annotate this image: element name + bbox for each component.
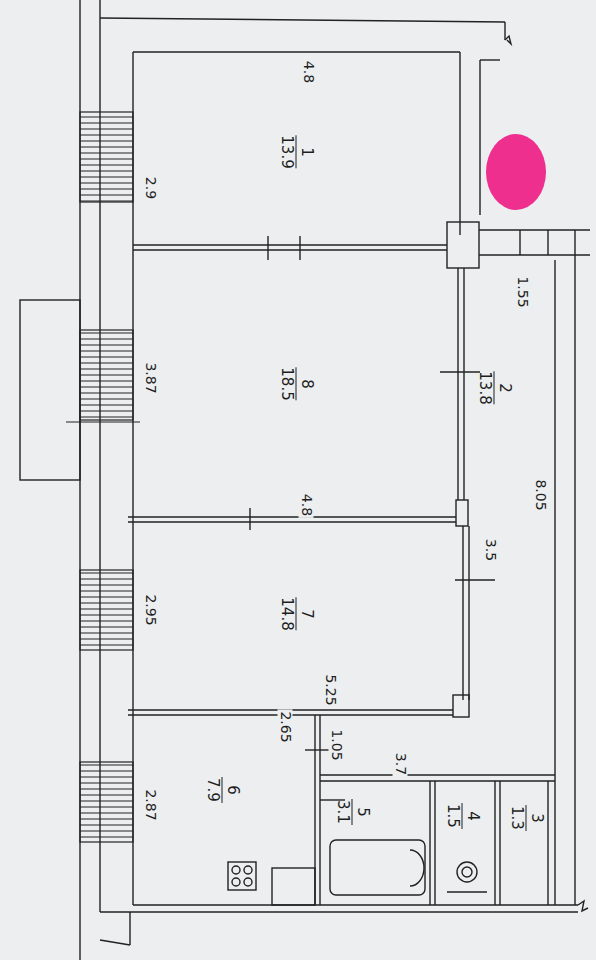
dimension-label: 2.65 <box>278 709 293 744</box>
room-number: 4 <box>464 811 481 821</box>
fraction-line <box>296 367 297 400</box>
dimension-label: 3.87 <box>143 360 158 395</box>
fraction-line <box>296 597 297 630</box>
room-area-value: 7.9 <box>204 778 221 802</box>
dimension-label: 3.5 <box>483 537 498 563</box>
dimension-label: 2.9 <box>143 175 158 201</box>
room-area: 213.8 <box>470 270 554 770</box>
room-area-value: 13.8 <box>476 371 493 404</box>
room-area-value: 13.9 <box>278 135 295 168</box>
room-label: 41.5 <box>444 803 481 829</box>
fraction-line <box>494 371 495 404</box>
room-number: 2 <box>496 383 513 393</box>
room-area-value: 1.3 <box>508 806 525 830</box>
room-label: 213.8 <box>476 371 513 404</box>
dimension-label: 3.7 <box>393 751 408 777</box>
room-area: 41.5 <box>437 783 493 858</box>
room-area: 31.3 <box>502 783 548 903</box>
dimension-label: 2.95 <box>143 592 158 627</box>
fraction-line <box>462 803 463 829</box>
dimension-label: 2.87 <box>143 787 158 822</box>
fraction-line <box>352 799 353 825</box>
fraction-line <box>222 777 223 803</box>
dimension-label: 1.55 <box>515 274 530 309</box>
room-label: 53.1 <box>334 799 371 825</box>
room-area: 714.8 <box>135 524 461 709</box>
room-number: 1 <box>298 147 315 157</box>
dimension-label: 8.05 <box>533 477 548 512</box>
room-area: 113.9 <box>135 55 457 243</box>
fraction-line <box>526 805 527 831</box>
room-number: 3 <box>528 813 545 823</box>
pink-mark <box>486 134 546 210</box>
room-label: 818.5 <box>278 367 315 400</box>
room-number: 8 <box>298 379 315 389</box>
fraction-line <box>296 135 297 168</box>
room-label: 31.3 <box>508 805 545 831</box>
dimension-label: 4.8 <box>301 59 316 85</box>
room-label: 67.9 <box>204 777 241 803</box>
room-area-value: 3.1 <box>334 800 351 824</box>
room-label: 113.9 <box>278 135 315 168</box>
dimension-label: 5.25 <box>323 672 338 707</box>
room-area: 53.1 <box>322 783 428 838</box>
room-area-value: 14.8 <box>278 597 295 630</box>
room-area-value: 1.5 <box>444 804 461 828</box>
room-number: 7 <box>298 609 315 619</box>
dimension-label: 1.05 <box>329 727 344 762</box>
room-number: 6 <box>224 785 241 795</box>
room-number: 5 <box>354 807 371 817</box>
room-label: 714.8 <box>278 597 315 630</box>
room-area: 67.9 <box>135 717 313 903</box>
room-area-value: 18.5 <box>278 367 295 400</box>
room-area: 818.5 <box>135 252 455 516</box>
dimension-label: 4.8 <box>299 492 314 518</box>
